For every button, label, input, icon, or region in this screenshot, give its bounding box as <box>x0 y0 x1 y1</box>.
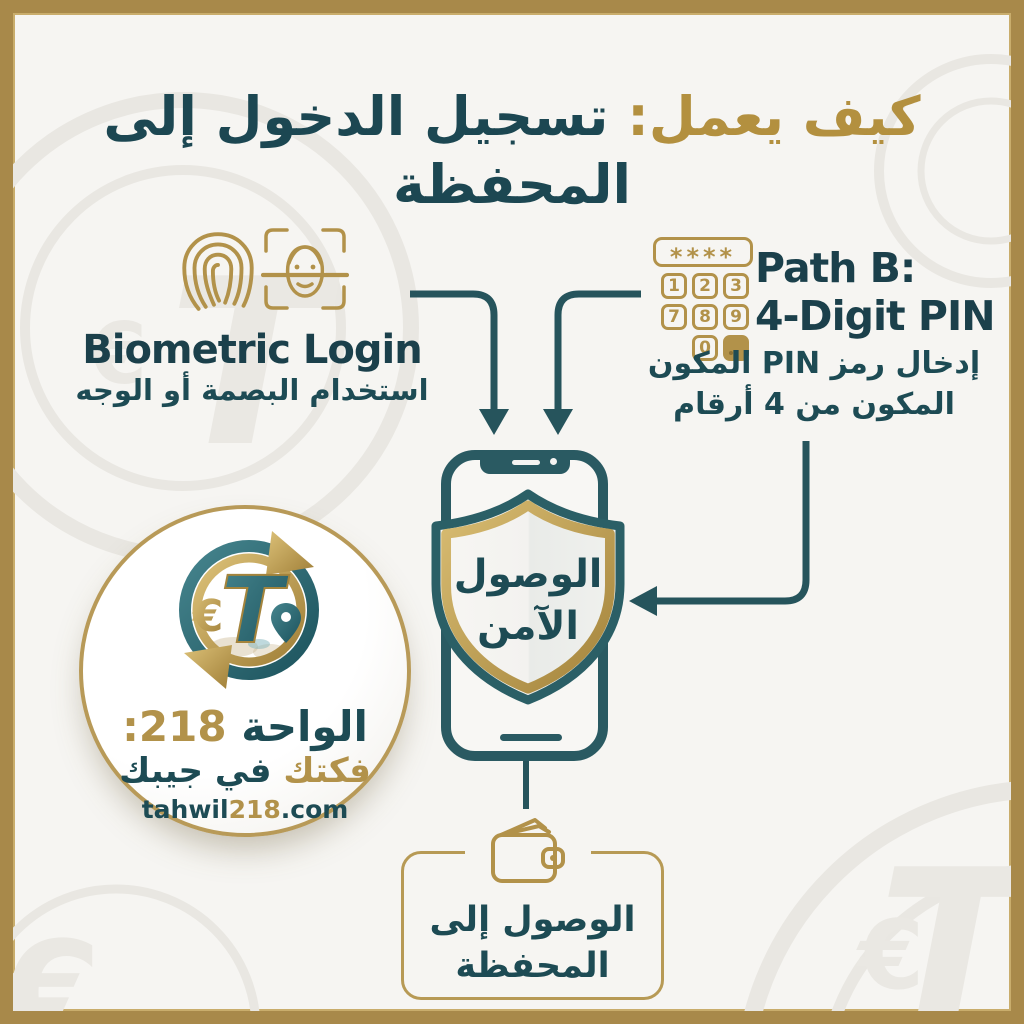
svg-text:€: € <box>13 911 102 1024</box>
keypad-enter-key <box>723 335 749 361</box>
secure-access-line1: الوصول <box>453 552 603 597</box>
keypad-key: 8 <box>692 304 718 330</box>
keypad-key: 0 <box>692 335 718 361</box>
svg-text:T: T <box>878 823 1024 1024</box>
pin-keypad-icon: **** 1 2 3 7 8 9 0 <box>653 237 757 361</box>
keypad-key: 7 <box>661 304 687 330</box>
biometric-heading: Biometric Login <box>82 327 422 373</box>
keypad-key: 9 <box>723 304 749 330</box>
tahwil-logo-icon: T € <box>179 531 319 689</box>
pin-path-subtitle-line2: المكون من 4 أرقام <box>673 387 955 423</box>
fingerprint-icon <box>182 232 254 311</box>
wallet-icon <box>491 818 565 883</box>
secure-access-line2: الآمن <box>477 603 579 649</box>
brand-tagline-gold: فكتك <box>283 751 371 792</box>
website-name: tahwil <box>141 794 229 824</box>
phone-home-indicator <box>500 734 562 741</box>
page-title: كيف يعمل: تسجيل الدخول إلى المحفظة <box>53 83 971 218</box>
brand-tagline: فكتك في جيبك <box>83 751 407 792</box>
brand-name: الواحة 218: <box>83 702 407 751</box>
phone-speaker <box>512 460 540 465</box>
wallet-access-line1: الوصول إلى <box>429 900 636 940</box>
svg-text:€: € <box>192 591 224 642</box>
keypad-grid: 1 2 3 7 8 9 0 <box>653 273 757 361</box>
brand-badge-text: الواحة 218: فكتك في جيبك tahwil218.com <box>83 702 407 824</box>
keypad-key: 3 <box>723 273 749 299</box>
brand-name-number: 218: <box>122 702 227 751</box>
background-watermarks: T € T € € <box>13 54 1024 1024</box>
phone-camera-dot <box>550 458 557 465</box>
biometric-subtitle: استخدام البصمة أو الوجه <box>75 373 429 407</box>
security-shield-icon <box>431 489 625 705</box>
pin-path-heading: Path B: 4-Digit PIN <box>755 244 996 340</box>
face-scan-icon <box>261 228 349 310</box>
pin-path-heading-line1: Path B: <box>755 244 916 292</box>
svg-text:€: € <box>86 305 147 404</box>
keypad-key: 1 <box>661 273 687 299</box>
pin-masked-display: **** <box>653 237 753 271</box>
brand-website: tahwil218.com <box>83 794 407 824</box>
pin-path-subtitle-line1: إدخال رمز PIN المكون <box>647 346 981 381</box>
keypad-key: 2 <box>692 273 718 299</box>
svg-text:€: € <box>856 901 924 1011</box>
website-tld: .com <box>280 794 349 824</box>
brand-tagline-teal: في جيبك <box>119 751 272 792</box>
title-prefix: كيف يعمل: <box>627 85 921 148</box>
pin-path-subtitle: إدخال رمز PIN المكون المكون من 4 أرقام <box>628 343 1000 426</box>
title-main: تسجيل الدخول إلى المحفظة <box>103 85 632 216</box>
wallet-access-line2: المحفظة <box>455 946 610 987</box>
brand-badge: T € الواحة 218: فكتك في جيبك tahwil218.c… <box>79 505 411 837</box>
secure-access-label: الوصول الآمن <box>445 549 611 653</box>
brand-name-arabic: الواحة <box>241 702 368 751</box>
wallet-access-label: الوصول إلى المحفظة <box>401 897 664 989</box>
website-number: 218 <box>228 794 281 824</box>
pin-path-heading-line2: 4-Digit PIN <box>755 291 996 340</box>
